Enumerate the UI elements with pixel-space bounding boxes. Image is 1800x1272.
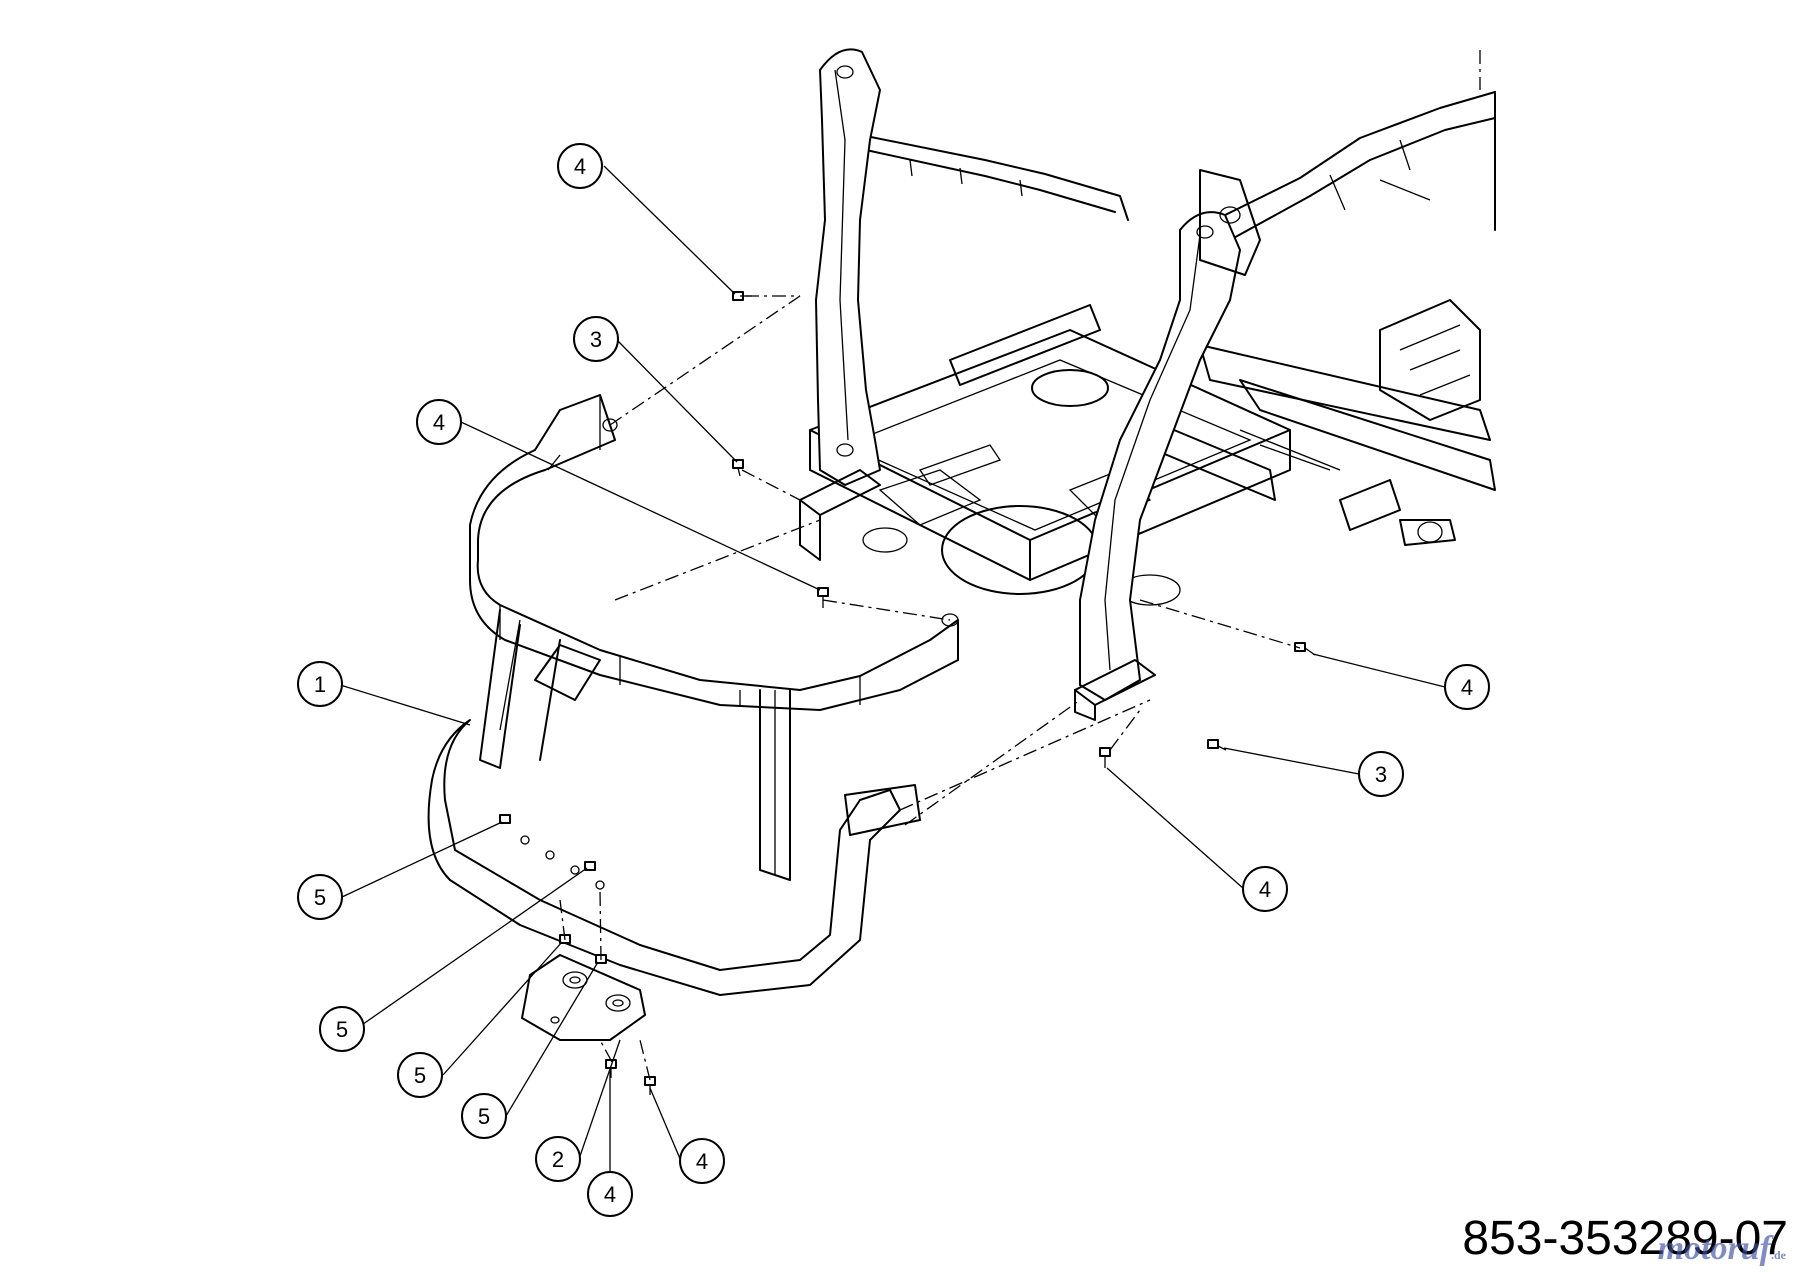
callout-4-bottom: 4 (587, 1171, 633, 1217)
svg-text:4: 4 (604, 1182, 616, 1207)
svg-text:4: 4 (574, 154, 586, 179)
callout-3-upper: 3 (573, 316, 619, 362)
svg-text:4: 4 (1259, 877, 1271, 902)
svg-text:1: 1 (314, 672, 326, 697)
callout-5-b: 5 (319, 1006, 365, 1052)
svg-text:5: 5 (478, 1104, 490, 1129)
svg-text:4: 4 (1461, 675, 1473, 700)
callout-5-d: 5 (461, 1093, 507, 1139)
bolt-icon (1099, 747, 1111, 768)
svg-text:3: 3 (1375, 762, 1387, 787)
callout-4-top: 4 (557, 143, 603, 189)
callout-labels: 4 3 4 1 5 5 5 5 (297, 143, 1490, 1217)
bolt-icon (1294, 642, 1316, 656)
svg-text:4: 4 (696, 1149, 708, 1174)
chassis-frame (809, 50, 1496, 606)
bolt-icon (817, 587, 829, 608)
svg-text:4: 4 (433, 410, 445, 435)
callout-4-bottom-right: 4 (679, 1138, 725, 1184)
bolt-icon (1207, 739, 1227, 751)
front-bumper-frame (427, 394, 959, 996)
svg-text:5: 5 (414, 1063, 426, 1088)
svg-text:5: 5 (314, 885, 326, 910)
svg-text:2: 2 (552, 1147, 564, 1172)
callout-4-right: 4 (1444, 664, 1490, 710)
watermark-text: motoruf (1657, 1230, 1771, 1267)
bolt-icon (584, 861, 596, 871)
rops-uprights (799, 48, 1261, 721)
svg-text:5: 5 (336, 1017, 348, 1042)
callout-3-right: 3 (1358, 751, 1404, 797)
callout-2-step: 2 (535, 1136, 581, 1182)
watermark-logo: motoruf.de (1658, 1230, 1786, 1268)
callout-4-lower-right: 4 (1242, 866, 1288, 912)
callout-5-c: 5 (397, 1052, 443, 1098)
bolt-icon (644, 1076, 656, 1095)
bolt-icon (499, 814, 511, 824)
leader-lines (336, 165, 1446, 1177)
bolt-icon (732, 459, 744, 477)
svg-text:3: 3 (590, 327, 602, 352)
callout-4-left: 4 (416, 399, 462, 445)
callout-1-bumper: 1 (297, 661, 343, 707)
fasteners (499, 291, 1316, 1095)
watermark-suffix: .de (1771, 1248, 1786, 1262)
callout-5-a: 5 (297, 874, 343, 920)
drawing-part-number: 853-353289-07 (1462, 1212, 1788, 1265)
alignment-lines (559, 295, 1301, 1081)
